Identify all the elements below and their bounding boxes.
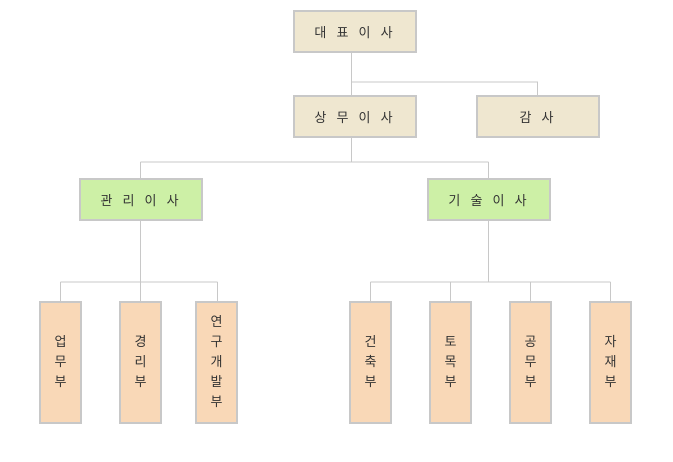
dept-char: 개 <box>210 354 223 370</box>
dept-char: 무 <box>54 354 67 370</box>
dept-char: 공 <box>524 334 537 350</box>
tech-director-box: 기 술 이 사 <box>427 178 551 221</box>
dept-char: 부 <box>604 374 617 390</box>
managing-director-label: 상 무 이 사 <box>314 111 396 126</box>
dept-char: 부 <box>524 374 537 390</box>
managing-director-box: 상 무 이 사 <box>293 95 417 138</box>
dept-char: 부 <box>134 374 147 390</box>
connector-ceo-auditor <box>351 81 538 95</box>
dept-materials-box: 자 재 부 <box>589 301 632 424</box>
admin-director-label: 관 리 이 사 <box>100 194 182 209</box>
dept-char: 업 <box>54 334 67 350</box>
dept-char: 축 <box>364 354 377 370</box>
dept-char: 경 <box>134 334 147 350</box>
auditor-box: 감 사 <box>476 95 600 138</box>
dept-char: 리 <box>134 354 147 370</box>
dept-char: 토 <box>444 334 457 350</box>
dept-char: 부 <box>54 374 67 390</box>
tech-director-label: 기 술 이 사 <box>448 194 530 209</box>
dept-char: 무 <box>524 354 537 370</box>
dept-architecture-box: 건 축 부 <box>349 301 392 424</box>
dept-char: 구 <box>210 334 223 350</box>
dept-char: 목 <box>444 354 457 370</box>
dept-civil-box: 토 목 부 <box>429 301 472 424</box>
dept-char: 부 <box>444 374 457 390</box>
dept-char: 재 <box>604 354 617 370</box>
dept-business-box: 업 무 부 <box>39 301 82 424</box>
auditor-label: 감 사 <box>519 111 557 126</box>
dept-char: 연 <box>210 314 223 330</box>
dept-rnd-box: 연 구 개 발 부 <box>195 301 238 424</box>
admin-director-box: 관 리 이 사 <box>79 178 203 221</box>
dept-char: 부 <box>364 374 377 390</box>
dept-char: 건 <box>364 334 377 350</box>
dept-char: 자 <box>604 334 617 350</box>
ceo-label: 대 표 이 사 <box>314 26 396 41</box>
dept-construction-box: 공 무 부 <box>509 301 552 424</box>
dept-char: 부 <box>210 394 223 410</box>
ceo-box: 대 표 이 사 <box>293 10 417 53</box>
dept-char: 발 <box>210 374 223 390</box>
dept-accounting-box: 경 리 부 <box>119 301 162 424</box>
